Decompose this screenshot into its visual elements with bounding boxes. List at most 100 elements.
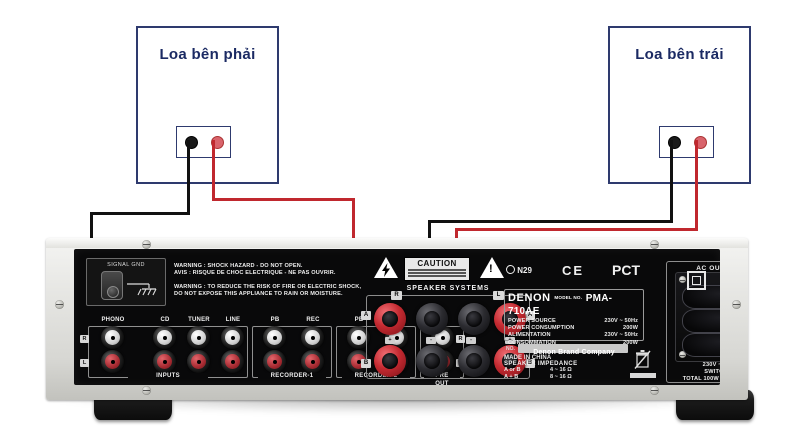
binding-post-a-right-positive[interactable] [374,303,406,335]
binding-post-a-left-positive[interactable] [494,303,526,335]
jack-phono-r[interactable] [101,326,124,349]
chassis-screw-top-left [142,240,151,249]
n29-mark: N29 [506,265,532,275]
spec-alimentation: ALIMENTATION 230V ~ 50Hz [508,332,640,339]
brand-company-label: Denon Brand Company [533,349,615,356]
group-label-recorder-2: RECORDER-2 [342,373,410,379]
warning-line-3: WARNING : TO REDUCE THE RISK OF FIRE OR … [174,283,362,290]
speaker-systems-title: SPEAKER SYSTEMS [406,285,490,292]
jack-label-tuner: TUNER [188,317,210,323]
ce-mark: CE [562,263,585,278]
ac-outlets-specs: 230V ~ 50Hz SWITCHED TOTAL 100W (0.43A) … [667,362,720,383]
speaker-row-tag-b-right: B [525,359,535,368]
speaker-row-tag-b-left: B [361,359,371,368]
jack-rec2-pb-r[interactable] [347,326,370,349]
speaker-right-terminal-box [176,126,231,158]
jack-phono-l[interactable] [101,350,124,373]
spec-power-consumption-value: 200W [622,325,638,332]
binding-post-b-right-positive[interactable] [374,345,406,377]
jack-tuner-r[interactable] [187,326,210,349]
wire-right-negative-seg1 [187,140,190,214]
signal-ground-terminal[interactable] [101,271,123,300]
brand-row: DENON MODEL NO. PMA-710AE [508,292,640,318]
speaker-row-tag-a-right: A [525,311,535,320]
wire-left-positive-seg1 [695,140,698,230]
jack-tuner-l[interactable] [187,350,210,373]
impedance-row-a-plus-b: A + B 8 ~ 16 Ω [504,374,577,381]
model-no-label: MODEL NO. [554,295,583,301]
spec-power-source-value: 230V ~ 50Hz [604,318,638,324]
input-channel-tag-r: R [80,335,89,343]
chassis-screw-left [55,300,64,309]
warning-line-2: AVIS : RISQUE DE CHOC ELECTRIQUE - NE PA… [174,270,336,277]
chassis-screw-right [732,300,741,309]
serial-number-row: NO. Denon Brand Company [504,343,644,357]
jack-rec1-rec-l[interactable] [301,350,324,373]
serial-number-bar [518,344,628,353]
exclamation-mark-icon: ! [489,263,493,275]
wire-right-positive-seg1 [212,140,215,200]
caution-text-line-2 [408,272,466,274]
jack-label-rec1-rec: REC [306,317,320,323]
caution-plate: CAUTION [404,257,470,281]
speaker-left-label: Loa bên trái [635,46,724,63]
wire-left-negative-seg1 [670,140,673,222]
speaker-terminal-tag-l: L [493,291,504,300]
caution-title: CAUTION [417,258,457,268]
binding-post-a-left-negative[interactable] [458,303,490,335]
speaker-left-terminal-box [659,126,714,158]
jack-label-rec2-pb: PB [354,317,364,323]
binding-post-b-left-negative[interactable] [458,345,490,377]
serial-label: NO. [506,346,515,352]
rear-panel-surface: SIGNAL GND WARNING : SHOCK HAZARD - DO N… [74,249,720,385]
wire-left-negative-seg2 [428,220,673,223]
polarity-badge-right-negative: - [426,337,436,344]
jack-line-r[interactable] [221,326,244,349]
jack-rec1-pb-l[interactable] [263,350,286,373]
ac-socket-2[interactable] [682,309,720,333]
amplifier-rear-panel: SIGNAL GND WARNING : SHOCK HAZARD - DO N… [46,238,748,400]
impedance-label-a-or-b: A or B [504,367,521,373]
binding-post-b-right-negative[interactable] [416,345,448,377]
speaker-row-tag-a-left: A [361,311,371,320]
ac-socket-3[interactable] [682,333,720,357]
jack-line-l[interactable] [221,350,244,373]
jack-label-cd: CD [160,317,170,323]
jack-rec1-pb-r[interactable] [263,326,286,349]
pct-label: PCT [612,262,640,278]
warning-text-block: WARNING : SHOCK HAZARD - DO NOT OPEN. AV… [174,263,361,299]
rating-plate: DENON MODEL NO. PMA-710AE POWER SOURCE 2… [504,289,644,346]
jack-cd-r[interactable] [153,326,176,349]
ground-symbol-icon [127,283,157,296]
pre-out-tag-r: R [456,335,465,343]
jack-cd-l[interactable] [153,350,176,373]
spec-consommation: CONSOMMATION 200W [508,340,640,347]
caution-text-line-1 [408,269,466,271]
made-in-label: MADE IN CHINA [504,355,552,361]
wire-right-positive-seg2 [212,198,355,201]
spec-alimentation-label: ALIMENTATION [508,332,551,339]
weee-bar-icon [630,373,656,378]
group-label-recorder-1: RECORDER-1 [258,373,326,379]
chassis-screw-top-right [650,240,659,249]
ac-outlets-title: AC OUTLETS [691,265,720,272]
impedance-row-a-or-b: A or B 4 ~ 16 Ω [504,367,577,374]
group-label-pre: PRE [424,373,460,379]
signal-ground-label: SIGNAL GND [107,262,145,268]
chassis-screw-bottom-right [650,386,659,395]
group-label-out: OUT [435,381,449,385]
spec-consommation-label: CONSOMMATION [508,339,557,346]
warning-line-1: WARNING : SHOCK HAZARD - DO NOT OPEN. [174,263,303,269]
binding-post-a-right-negative[interactable] [416,303,448,335]
brand-name: DENON [508,292,551,304]
jack-rec1-rec-r[interactable] [301,326,324,349]
spec-consommation-value: 200W [622,339,638,346]
impedance-value-a-or-b: 4 ~ 16 Ω [550,367,572,373]
impedance-value-a-plus-b: 8 ~ 16 Ω [550,374,572,380]
ac-spec-voltage: 230V ~ 50Hz [702,362,720,368]
speaker-box-left: Loa bên trái [608,26,751,184]
speaker-terminal-tag-r: R [391,291,402,300]
jack-label-phono: PHONO [101,317,125,323]
input-channel-tag-l: L [80,359,89,367]
